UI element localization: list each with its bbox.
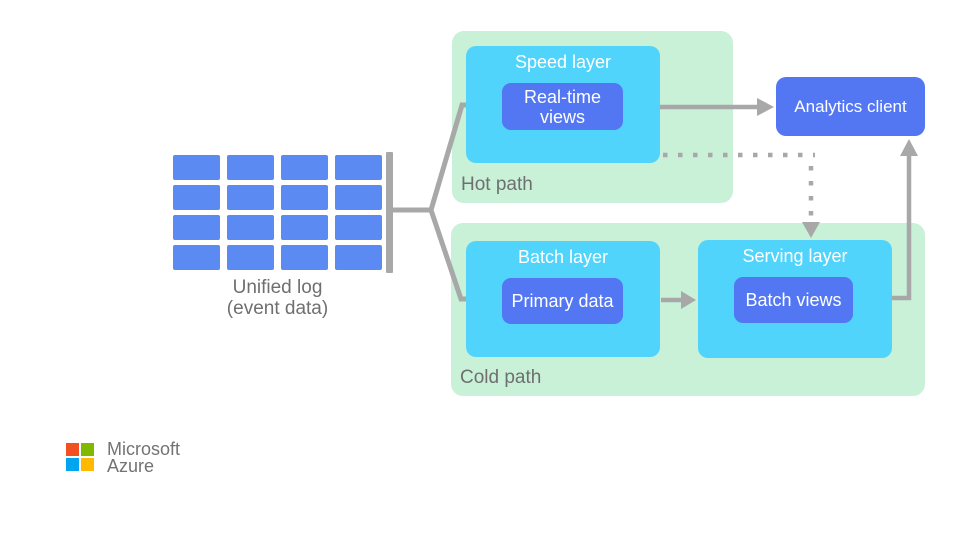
log-cell [281, 245, 328, 270]
log-cell [173, 155, 220, 180]
log-cell [281, 185, 328, 210]
unified-log-caption: Unified log (event data) [173, 277, 382, 319]
analytics-client-box: Analytics client [776, 77, 925, 136]
ms-logo-text-line2: Azure [107, 456, 155, 476]
serving-to-analytics-arrowhead [900, 139, 918, 156]
unified-log-grid [173, 155, 382, 270]
log-cell [281, 215, 328, 240]
serving-layer-title: Serving layer [742, 246, 848, 266]
log-cell [173, 185, 220, 210]
batch-views-box: Batch views [734, 277, 853, 323]
ms-logo-square-red [66, 443, 79, 456]
log-cell [227, 245, 274, 270]
primary-data-label: Primary data [511, 291, 614, 311]
log-cell [173, 245, 220, 270]
log-cell [335, 215, 382, 240]
unified-log-caption-line1: Unified log [232, 277, 323, 298]
speed-to-analytics-arrowhead [757, 98, 774, 116]
log-cell [335, 155, 382, 180]
hot-path-label: Hot path [461, 174, 533, 195]
realtime-views-box: Real-time views [502, 83, 623, 130]
unified-log-caption-line2: (event data) [226, 298, 329, 319]
ms-logo-text: Microsoft Azure [107, 439, 181, 476]
primary-data-box: Primary data [502, 278, 623, 324]
analytics-client-label: Analytics client [794, 96, 907, 116]
unified-log-bar [386, 152, 393, 273]
realtime-views-label-line1: Real-time [523, 86, 602, 107]
cold-path-label: Cold path [460, 367, 542, 388]
microsoft-logo-icon [66, 443, 94, 471]
log-cell [227, 185, 274, 210]
speed-layer-title: Speed layer [514, 52, 612, 72]
log-cell [281, 155, 328, 180]
microsoft-azure-logo: Microsoft Azure [66, 439, 181, 476]
log-cell [227, 215, 274, 240]
ms-logo-square-blue [66, 458, 79, 471]
log-cell [335, 185, 382, 210]
batch-views-label: Batch views [745, 290, 842, 310]
batch-layer-box: Batch layer [466, 241, 660, 357]
realtime-views-label-line2: views [539, 106, 585, 127]
ms-logo-text-line1: Microsoft [107, 439, 181, 459]
log-cell [335, 245, 382, 270]
log-cell [227, 155, 274, 180]
ms-logo-square-green [81, 443, 94, 456]
ms-logo-square-yellow [81, 458, 94, 471]
batch-layer-title: Batch layer [517, 247, 609, 267]
log-cell [173, 215, 220, 240]
